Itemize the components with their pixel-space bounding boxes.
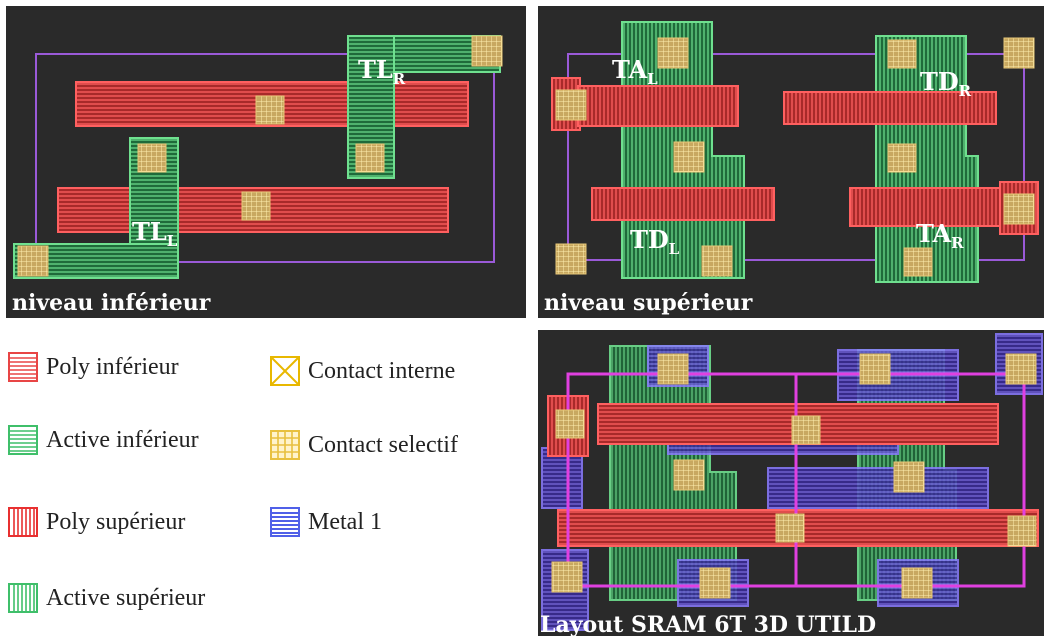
cell-boundary <box>35 53 495 263</box>
legend-label: Contact interne <box>308 357 456 384</box>
contact-selective <box>887 39 917 69</box>
legend-label: Poly supérieur <box>46 508 186 535</box>
active-lower-swatch-icon <box>8 425 38 455</box>
transistor-label-tdl: TDL <box>630 225 680 258</box>
contact-selective <box>901 567 933 599</box>
contact-selective <box>241 191 271 221</box>
contact-selective <box>555 89 587 121</box>
contact-selective <box>699 567 731 599</box>
panel-caption: Layout SRAM 6T 3D UTILD <box>540 612 877 636</box>
transistor-label-tdr: TDR <box>920 67 972 100</box>
contact-internal <box>775 513 805 543</box>
upper-level-layout <box>551 21 1039 283</box>
legend-label: Poly inférieur <box>46 353 179 380</box>
poly-lower-swatch-icon <box>8 352 38 382</box>
lower-level-layout <box>13 35 503 279</box>
transistor-label-tll: TLL <box>132 217 178 250</box>
legend-item-metal1: Metal 1 <box>270 507 382 537</box>
metal1 <box>541 447 583 509</box>
cell-boundary <box>567 53 1025 261</box>
legend-label: Metal 1 <box>308 508 382 535</box>
legend-item-active-upper: Active supérieur <box>8 583 205 613</box>
transistor-label-tar: TAR <box>916 219 964 252</box>
poly-upper-swatch-icon <box>8 507 38 537</box>
contact-selective-swatch-icon <box>270 430 300 460</box>
legend-item-active-lower: Active inférieur <box>8 425 199 455</box>
contact-selective <box>355 143 385 173</box>
contact-selective <box>471 35 503 67</box>
legend-label: Active inférieur <box>46 426 199 453</box>
upper-level-panel: TAL TDR TDL TAR niveau supérieur <box>538 6 1044 318</box>
poly-upper-tdl <box>591 187 775 221</box>
contact-selective <box>859 353 891 385</box>
transistor-label-tlr: TLR <box>358 55 406 88</box>
legend-label: Active supérieur <box>46 584 206 611</box>
metal1 <box>767 467 989 509</box>
contact-selective <box>673 459 705 491</box>
poly-upper-tdr <box>783 91 997 125</box>
contact-selective <box>551 561 583 593</box>
contact-selective <box>673 141 705 173</box>
contact-selective <box>555 243 587 275</box>
poly-upper-tal <box>577 85 739 127</box>
contact-selective <box>657 353 689 385</box>
legend-item-contact-selective: Contact selectif <box>270 430 458 460</box>
combined-layout <box>541 333 1043 631</box>
legend-item-poly-lower: Poly inférieur <box>8 352 179 382</box>
contact-selective <box>555 409 585 439</box>
contact-selective <box>17 245 49 277</box>
contact-selective <box>1007 515 1037 547</box>
metal1-swatch-icon <box>270 507 300 537</box>
contact-selective <box>893 461 925 493</box>
contact-selective <box>1003 193 1035 225</box>
contact-selective <box>1005 353 1037 385</box>
legend-item-contact-internal: Contact interne <box>270 356 455 386</box>
legend-item-poly-upper: Poly supérieur <box>8 507 185 537</box>
panel-caption: niveau inférieur <box>12 290 211 316</box>
panel-caption: niveau supérieur <box>544 290 753 316</box>
contact-selective <box>657 37 689 69</box>
combined-layout-panel: Layout SRAM 6T 3D UTILD <box>538 330 1044 636</box>
transistor-label-tal: TAL <box>612 55 658 88</box>
active-upper-swatch-icon <box>8 583 38 613</box>
contact-selective <box>1003 37 1035 69</box>
contact-selective <box>255 95 285 125</box>
lower-level-panel: TLR TLL niveau inférieur <box>6 6 526 318</box>
contact-internal <box>791 415 821 445</box>
legend-label: Contact selectif <box>308 431 458 458</box>
contact-selective <box>903 247 933 277</box>
contact-selective <box>137 143 167 173</box>
contact-selective <box>887 143 917 173</box>
contact-internal-swatch-icon <box>270 356 300 386</box>
contact-selective <box>701 245 733 277</box>
